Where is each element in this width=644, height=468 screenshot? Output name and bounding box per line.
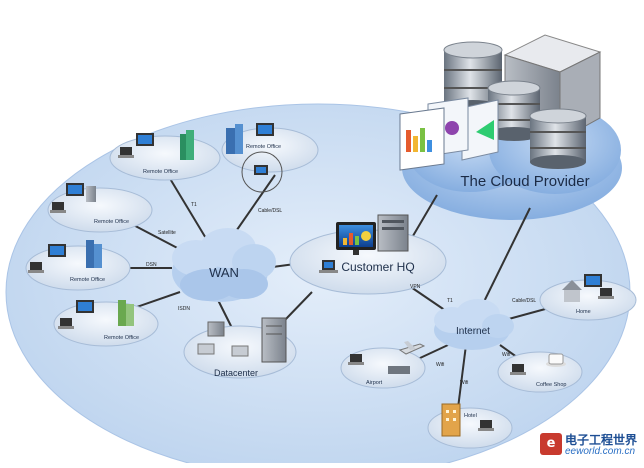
link-label-cable-dsl-home: Cable/DSL (512, 298, 536, 304)
airport-label: Airport (366, 380, 383, 386)
customer-hq-label: Customer HQ (341, 260, 414, 274)
hotel-label: Hotel (464, 413, 477, 419)
datacenter-server-icon (197, 317, 287, 363)
wan-cloud (172, 228, 276, 302)
remote-office-2-label: Remote Office (246, 144, 281, 150)
remote-office-3-label: Remote Office (94, 219, 129, 225)
hq-server-icon (377, 214, 409, 252)
remote-office-5: Remote Office (53, 300, 159, 347)
hotel-building-icon (441, 403, 494, 437)
link-label-wifi-coffee: Wifi (502, 352, 510, 358)
coffee-cup-icon (510, 353, 566, 375)
wan-label: WAN (209, 265, 239, 280)
watermark-title: 电子工程世界 (565, 433, 638, 447)
link-label-isdn: ISDN (178, 306, 190, 312)
link-label-satellite: Satellite (158, 230, 176, 236)
link-label-dsn: DSN (146, 262, 157, 268)
application-windows-icon (399, 97, 499, 171)
link-label-t1-office: T1 (191, 202, 197, 208)
remote-office-4-label: Remote Office (70, 277, 105, 283)
remote-office-1: Remote Office (109, 130, 221, 181)
link-label-wifi-airport: Wifi (436, 362, 444, 368)
link-label-cable-dsl-office: Cable/DSL (258, 208, 282, 214)
cloud-provider-label: The Cloud Provider (460, 173, 589, 190)
remote-office-3: Remote Office (47, 183, 153, 233)
remote-office-1-label: Remote Office (143, 169, 178, 175)
coffee-shop-label: Coffee Shop (536, 382, 566, 388)
remote-office-5-label: Remote Office (104, 335, 139, 341)
link-label-vpn: VPN (410, 284, 421, 290)
internet-cloud (434, 299, 514, 350)
datacenter-label: Datacenter (214, 368, 258, 378)
internet-label: Internet (456, 326, 490, 337)
home-house-icon (562, 274, 614, 302)
watermark-site: eeworld.com.cn (565, 446, 636, 457)
database-icon-3 (529, 108, 587, 169)
eeworld-logo-icon: e (540, 433, 562, 455)
eeworld-watermark: e 电子工程世界 eeworld.com.cn (540, 431, 638, 459)
link-label-wifi-hotel: Wifi (460, 380, 468, 386)
home-label: Home (576, 309, 591, 315)
hq-monitor-icon (336, 222, 376, 255)
remote-office-4: Remote Office (25, 240, 131, 291)
airplane-icon (348, 341, 426, 374)
hq-laptop-icon (319, 260, 338, 273)
remote-office-2: Remote Office (221, 123, 319, 193)
link-label-t1-hq: T1 (447, 298, 453, 304)
